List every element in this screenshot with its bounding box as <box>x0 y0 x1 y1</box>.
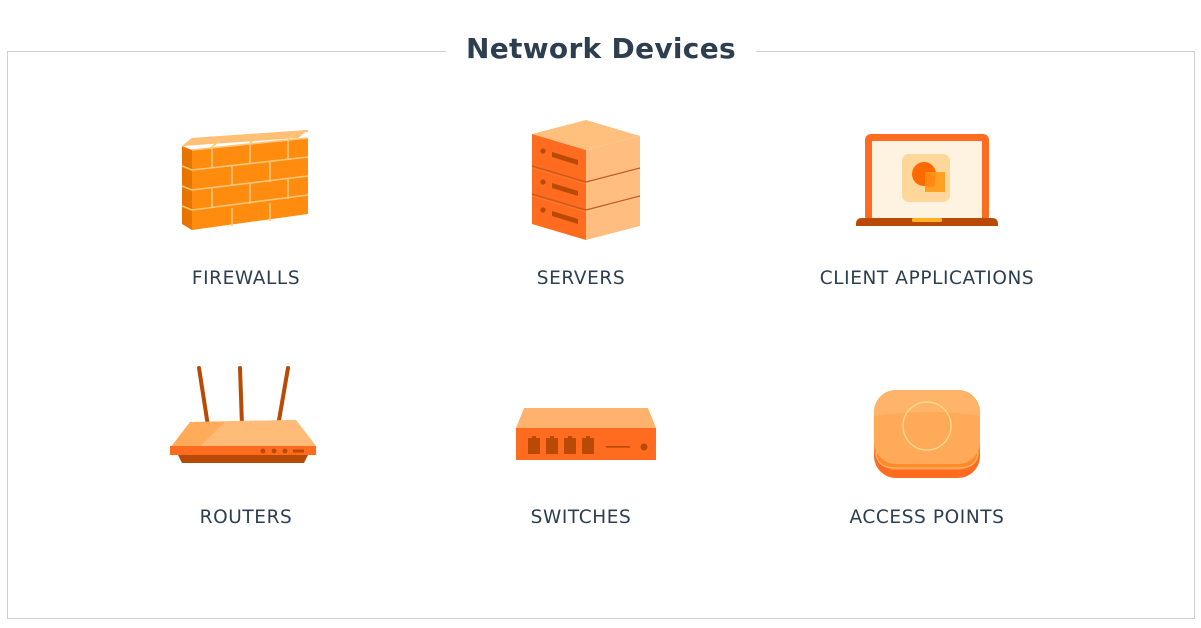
switch-icon <box>516 408 656 460</box>
server-icon <box>531 120 641 240</box>
page-title: Network Devices <box>466 32 736 65</box>
access-point-icon <box>874 390 980 478</box>
device-label-access-points: ACCESS POINTS <box>849 507 1005 528</box>
device-label-switches: SWITCHES <box>530 507 632 528</box>
device-label-client-applications: CLIENT APPLICATIONS <box>819 268 1035 289</box>
laptop-icon <box>856 134 998 226</box>
device-label-routers: ROUTERS <box>199 507 293 528</box>
device-label-servers: SERVERS <box>536 268 626 289</box>
device-label-firewalls: FIREWALLS <box>191 268 301 289</box>
router-icon <box>170 366 316 463</box>
title-container: Network Devices <box>446 24 756 74</box>
firewall-icon <box>181 130 309 230</box>
